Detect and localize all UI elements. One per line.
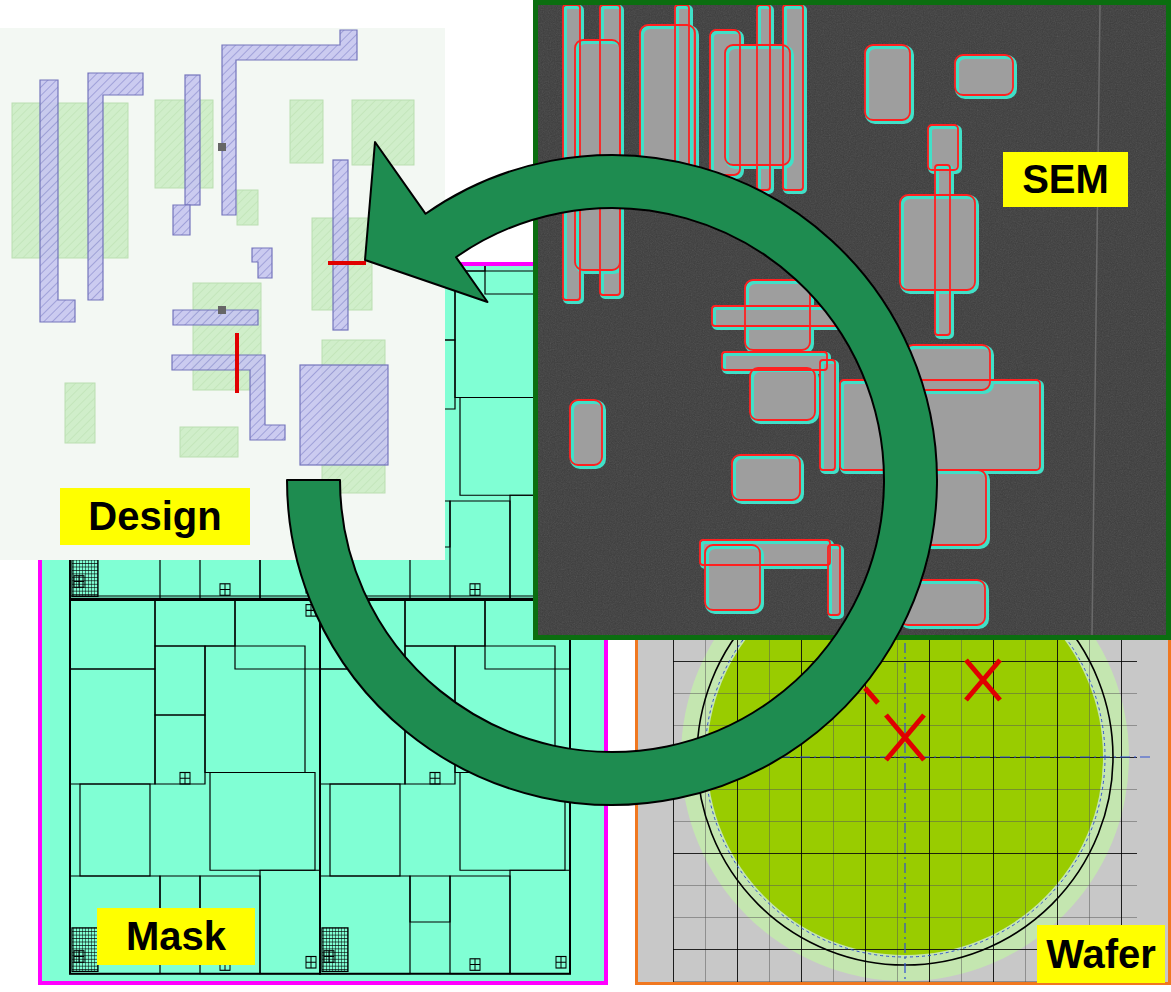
panel-label: Wafer [1037, 925, 1165, 983]
panel-label: Mask [97, 908, 255, 965]
layout-drawing [0, 28, 445, 560]
panel-label: SEM [1003, 152, 1128, 207]
design-panel: Design [0, 28, 445, 560]
panel-label: Design [60, 488, 250, 545]
sem-image [538, 5, 1166, 635]
sem-panel: SEM [533, 0, 1171, 640]
